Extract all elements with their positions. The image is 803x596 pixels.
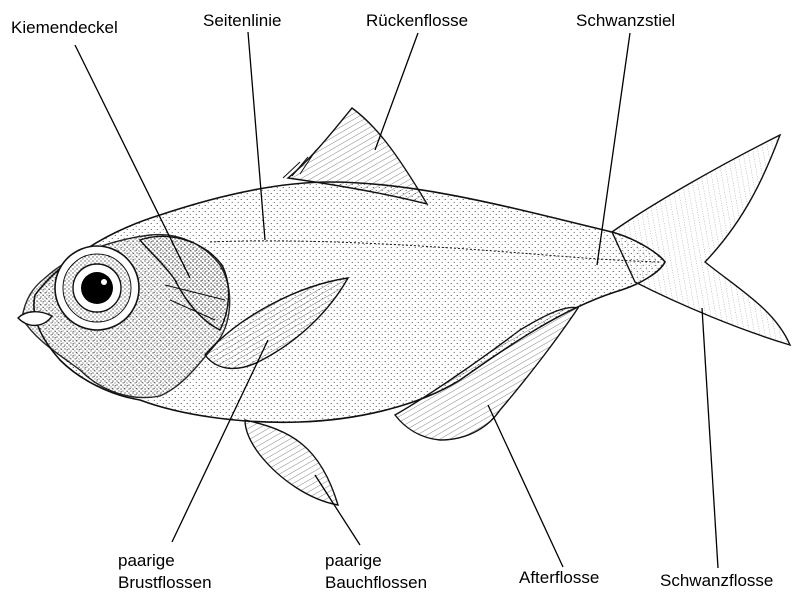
label-bauchflossen-line1: paarige xyxy=(325,550,382,571)
tail-fin xyxy=(612,135,790,345)
label-schwanzflosse: Schwanzflosse xyxy=(660,570,773,591)
label-brustflossen-line2: Brustflossen xyxy=(118,572,212,593)
label-schwanzstiel: Schwanzstiel xyxy=(576,10,675,31)
label-afterflosse: Afterflosse xyxy=(519,567,599,588)
pelvic-fin xyxy=(245,420,338,505)
leader-schwanzflosse xyxy=(702,308,718,568)
label-bauchflossen-line2: Bauchflossen xyxy=(325,572,427,593)
eye-pupil xyxy=(81,272,113,304)
label-rueckenflosse: Rückenflosse xyxy=(366,10,468,31)
label-kiemendeckel: Kiemendeckel xyxy=(11,17,118,38)
leader-rueckenflosse xyxy=(375,33,418,150)
leader-afterflosse xyxy=(488,405,563,567)
label-brustflossen-line1: paarige xyxy=(118,550,175,571)
label-seitenlinie: Seitenlinie xyxy=(203,10,281,31)
leader-bauchflossen xyxy=(315,475,360,545)
